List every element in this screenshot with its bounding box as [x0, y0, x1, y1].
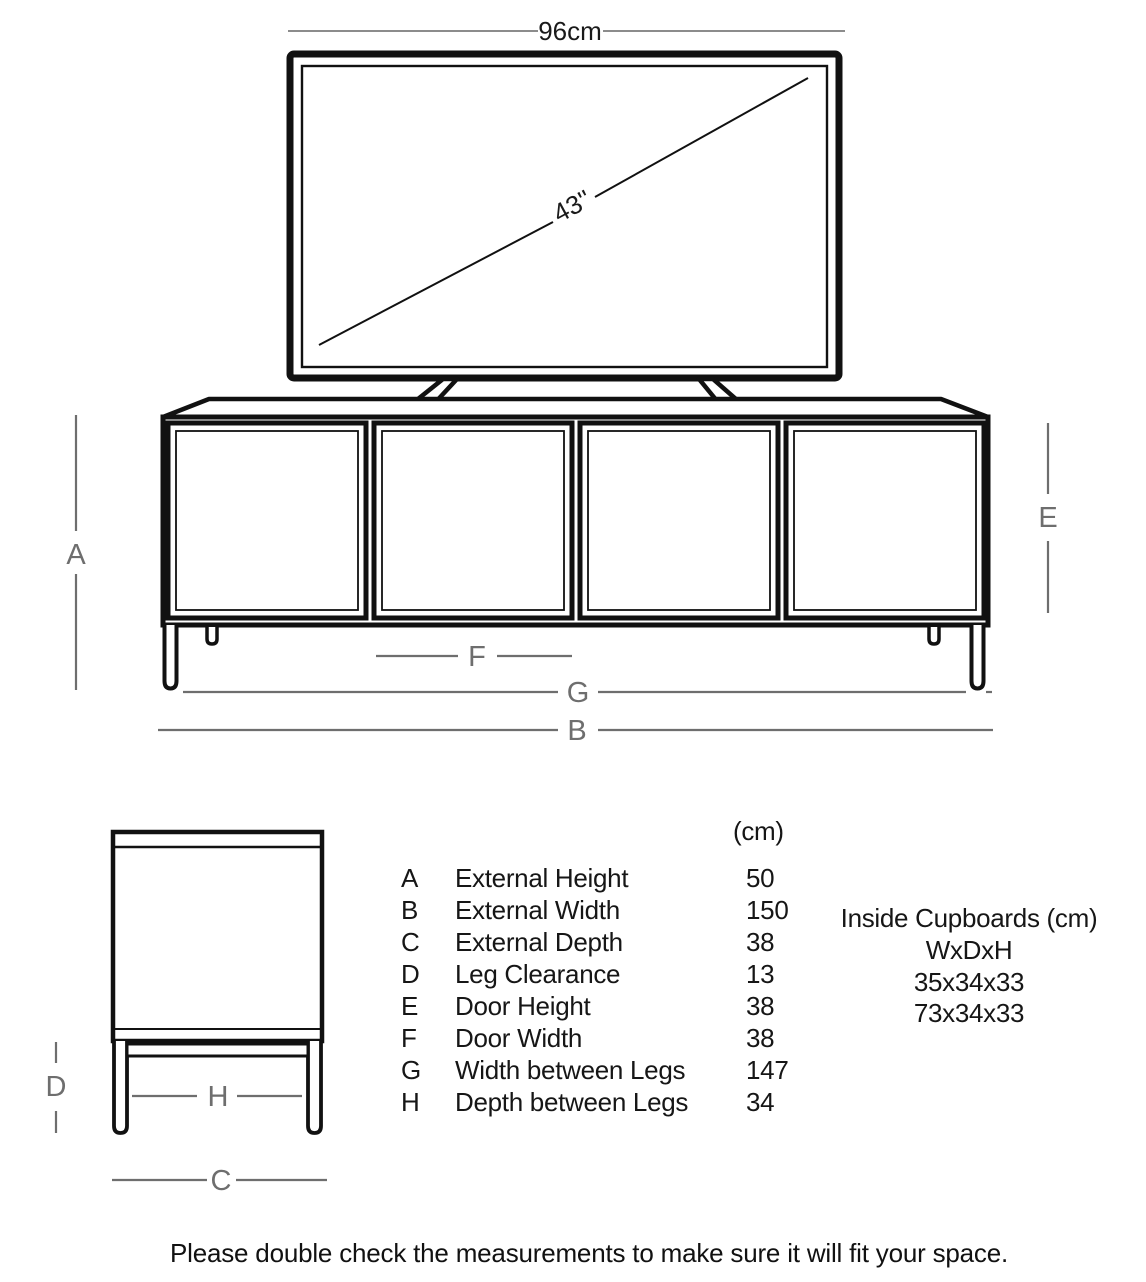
cabinet-doors	[165, 420, 987, 621]
door-3-panel	[587, 430, 771, 611]
row-d-letter: D	[401, 959, 419, 989]
cabinet-top-face	[160, 396, 991, 420]
cabinet-back-peg-left	[205, 627, 219, 646]
row-d-value: 13	[746, 959, 774, 989]
row-b-label: External Width	[455, 895, 620, 925]
row-b-value: 150	[746, 895, 788, 925]
table-row: F Door Width 38	[401, 1023, 775, 1053]
row-c-value: 38	[746, 927, 774, 957]
side-leg-left	[112, 1041, 129, 1135]
cabinet-body	[160, 414, 991, 628]
row-f-value: 38	[746, 1023, 774, 1053]
inside-cupboards-title: Inside Cupboards (cm)	[841, 903, 1098, 933]
spec-table: (cm) A External Height 50 B External Wid…	[401, 816, 789, 1117]
row-d-label: Leg Clearance	[455, 959, 620, 989]
row-g-value: 147	[746, 1055, 788, 1085]
inside-cupboards-note: Inside Cupboards (cm) WxDxH 35x34x33 73x…	[841, 903, 1098, 1028]
side-leg-stretcher	[125, 1042, 310, 1058]
dim-h-label: H	[208, 1081, 229, 1113]
row-e-letter: E	[401, 991, 418, 1021]
tv-screen-border	[300, 64, 829, 369]
dim-b-label: B	[567, 715, 586, 747]
table-row: D Leg Clearance 13	[401, 959, 775, 989]
row-e-value: 38	[746, 991, 774, 1021]
table-row: A External Height 50	[401, 863, 775, 893]
front-view-dimensions: A E F G B	[66, 415, 1058, 747]
table-row: C External Depth 38	[401, 927, 775, 957]
dim-d-label: D	[46, 1071, 67, 1103]
inside-cupboards-size-1: 35x34x33	[914, 967, 1024, 997]
dim-f-label: F	[468, 641, 486, 673]
cabinet-side-drawing	[110, 829, 325, 1135]
row-f-letter: F	[401, 1023, 417, 1053]
inside-cupboards-dims-header: WxDxH	[926, 935, 1013, 965]
side-view-dimensions: D H C	[46, 1042, 327, 1197]
door-3-frame	[577, 420, 781, 621]
row-a-label: External Height	[455, 863, 629, 893]
row-h-label: Depth between Legs	[455, 1087, 688, 1117]
cabinet-front-leg-right	[969, 625, 986, 691]
table-row: B External Width 150	[401, 895, 789, 925]
dim-c-label: C	[211, 1165, 232, 1197]
row-a-value: 50	[746, 863, 774, 893]
door-2-frame	[371, 420, 575, 621]
dim-a-label: A	[66, 539, 86, 571]
row-a-letter: A	[401, 863, 419, 893]
tv-width-dimension: 96cm	[288, 16, 845, 46]
side-leg-right	[306, 1041, 323, 1135]
row-f-label: Door Width	[455, 1023, 582, 1053]
door-2-panel	[381, 430, 565, 611]
fit-note: Please double check the measurements to …	[170, 1238, 1008, 1268]
row-h-value: 34	[746, 1087, 774, 1117]
tv-diagonal-line-upper	[594, 77, 809, 198]
tv-outer-frame	[286, 50, 843, 382]
table-row: E Door Height 38	[401, 991, 775, 1021]
row-h-letter: H	[401, 1087, 419, 1117]
dim-g-label: G	[567, 677, 590, 709]
cabinet-front-leg-left	[162, 625, 179, 691]
inside-cupboards-size-2: 73x34x33	[914, 998, 1024, 1028]
table-unit-header: (cm)	[733, 816, 784, 846]
row-g-letter: G	[401, 1055, 421, 1085]
row-c-label: External Depth	[455, 927, 623, 957]
dim-e-label: E	[1038, 502, 1057, 534]
row-c-letter: C	[401, 927, 419, 957]
tv-width-label: 96cm	[538, 16, 602, 46]
row-b-letter: B	[401, 895, 418, 925]
row-g-label: Width between Legs	[455, 1055, 685, 1085]
table-row: G Width between Legs 147	[401, 1055, 789, 1085]
door-4-panel	[793, 430, 977, 611]
row-e-label: Door Height	[455, 991, 592, 1021]
side-body	[110, 829, 325, 1044]
door-1-panel	[175, 430, 359, 611]
table-row: H Depth between Legs 34	[401, 1087, 775, 1117]
tv-diagonal-line-lower	[318, 221, 554, 346]
tv-drawing: 96cm 43''	[286, 16, 845, 410]
door-4-frame	[783, 420, 987, 621]
door-1-frame	[165, 420, 369, 621]
cabinet-front-drawing	[160, 396, 991, 691]
cabinet-back-peg-right	[927, 627, 941, 646]
